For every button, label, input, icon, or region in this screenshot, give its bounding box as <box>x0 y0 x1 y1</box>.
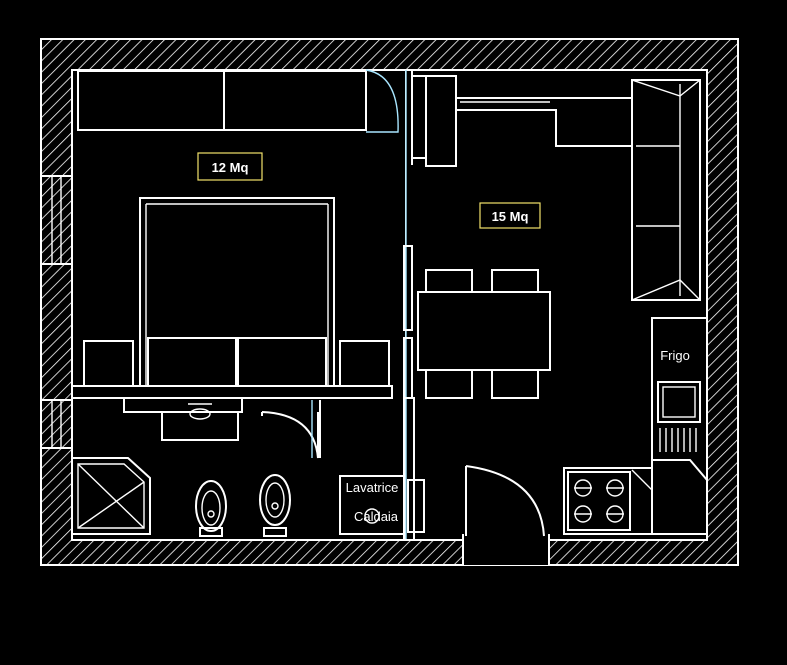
bathroom-door <box>261 411 319 459</box>
bathroom-sink <box>161 411 239 441</box>
washer-label: Lavatrice <box>346 480 399 495</box>
bathroom: Lavatrice Caldaia <box>71 397 425 537</box>
nightstand-right <box>339 340 390 387</box>
wardrobe <box>77 70 367 131</box>
bedroom-door <box>365 69 399 133</box>
dining-table <box>417 291 551 371</box>
living-kitchen: 15 Mq Frigo <box>411 75 708 537</box>
shower-tray <box>71 457 151 535</box>
bidet <box>195 480 227 537</box>
fridge-label: Frigo <box>660 348 690 363</box>
sofa <box>455 79 701 301</box>
bedroom-area-label: 12 Mq <box>212 160 249 175</box>
boiler-label: Caldaia <box>354 509 399 524</box>
chair <box>425 269 539 399</box>
living-area-label: 15 Mq <box>492 209 529 224</box>
bedroom-area-box <box>197 152 263 181</box>
outer-walls <box>40 38 739 566</box>
kitchen-sink <box>657 381 701 423</box>
toilet <box>259 474 291 537</box>
sink-drainer <box>659 428 697 452</box>
bed <box>139 197 335 387</box>
bedroom: 12 Mq <box>77 69 399 387</box>
entrance-door <box>465 465 545 537</box>
kitchen-counter-bottom <box>563 459 708 535</box>
stove <box>567 471 631 531</box>
nightstand-left <box>83 340 134 387</box>
living-area-box <box>479 202 541 229</box>
washer-box <box>339 475 405 535</box>
interior-walls <box>71 70 415 541</box>
